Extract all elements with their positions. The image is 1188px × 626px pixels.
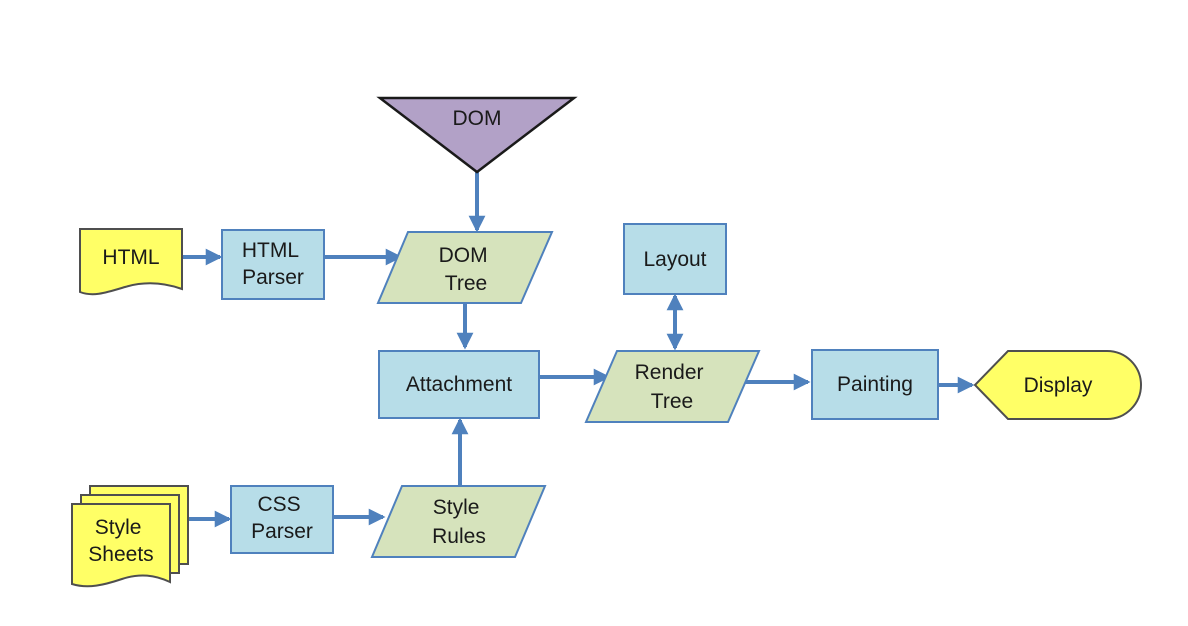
connectors bbox=[182, 172, 975, 528]
node-style-sheets: Style Sheets bbox=[71, 485, 189, 588]
html-parser-label: HTML Parser bbox=[242, 239, 304, 289]
style-rules-parallelogram bbox=[370, 485, 547, 558]
node-style-rules: Style Rules bbox=[370, 485, 547, 558]
node-render-tree: Render Tree bbox=[584, 350, 761, 423]
layout-box bbox=[623, 223, 727, 295]
dom-tree-parallelogram bbox=[376, 231, 554, 304]
dom-triangle-shape bbox=[376, 96, 578, 174]
render-tree-label: Render Tree bbox=[635, 361, 710, 413]
display-label: Display bbox=[1024, 374, 1093, 397]
style-sheets-front-page bbox=[71, 503, 171, 588]
html-label: HTML bbox=[102, 246, 159, 269]
node-dom: DOM bbox=[376, 96, 578, 174]
node-display: Display bbox=[973, 350, 1142, 420]
node-painting: Painting bbox=[811, 349, 939, 420]
attachment-label: Attachment bbox=[406, 373, 512, 396]
dom-tree-label: DOM Tree bbox=[439, 244, 494, 295]
node-dom-tree: DOM Tree bbox=[376, 231, 554, 304]
render-tree-parallelogram bbox=[584, 350, 761, 423]
display-shape bbox=[973, 350, 1142, 420]
css-parser-box bbox=[230, 485, 334, 554]
node-attachment: Attachment bbox=[378, 350, 540, 419]
dom-label: DOM bbox=[453, 107, 502, 130]
painting-label: Painting bbox=[837, 373, 913, 396]
css-parser-label: CSS Parser bbox=[251, 493, 313, 543]
painting-box bbox=[811, 349, 939, 420]
node-layout: Layout bbox=[623, 223, 727, 295]
layout-label: Layout bbox=[643, 248, 706, 271]
html-document-shape bbox=[79, 228, 183, 296]
html-parser-box bbox=[221, 229, 325, 300]
node-html-parser: HTML Parser bbox=[221, 229, 325, 300]
style-sheets-label: Style Sheets bbox=[88, 516, 153, 566]
node-css-parser: CSS Parser bbox=[230, 485, 334, 554]
style-rules-label: Style Rules bbox=[432, 496, 486, 548]
node-html: HTML bbox=[79, 228, 183, 296]
attachment-box bbox=[378, 350, 540, 419]
